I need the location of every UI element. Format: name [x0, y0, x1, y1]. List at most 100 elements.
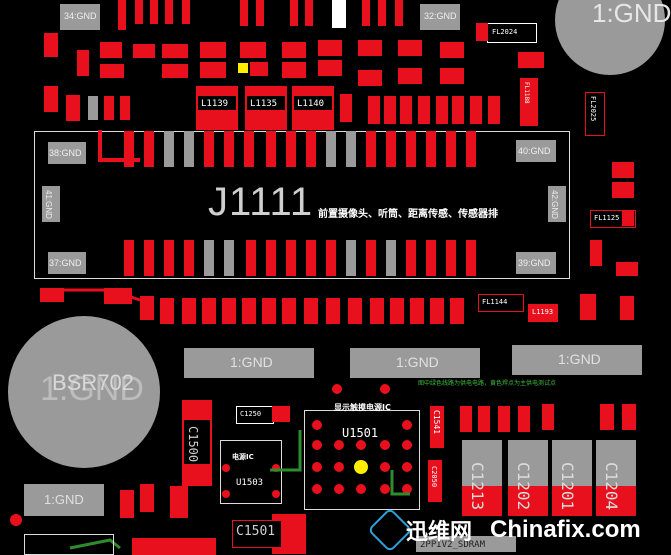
u1501-note: 显示触摸电源IC: [334, 403, 391, 412]
fl1188-label: FL1188: [523, 82, 530, 104]
connector-pin: [286, 240, 296, 276]
pin-pad: [104, 96, 114, 120]
ball-pad: [380, 462, 390, 472]
gnd-label-large: 1:GND: [40, 370, 144, 408]
gnd-circle-large: [8, 316, 160, 468]
gnd-pad-32: [420, 4, 460, 30]
connector-pin: [426, 240, 436, 276]
smd-part: [620, 296, 634, 320]
gnd-label-38: 38:GND: [49, 148, 82, 158]
gnd-pad-42: [548, 186, 566, 222]
sdram-label: 2PPIV2_SDRAM: [420, 540, 486, 550]
ball-pad: [222, 490, 230, 498]
smd-part: [600, 404, 614, 430]
gnd-label-bottom-left: 1:GND: [44, 492, 84, 507]
c1501-part: [232, 520, 282, 548]
smd-part: [450, 298, 464, 324]
connector-pin-gnd: [224, 240, 234, 276]
top-pin: [165, 0, 173, 24]
smd-part: [170, 486, 188, 518]
ball-pad: [356, 440, 366, 450]
smd-part: [140, 484, 154, 512]
smd-part: [616, 262, 638, 276]
ball-pad: [334, 440, 344, 450]
smd-part: [440, 42, 464, 58]
gnd-label-42: 42:GND: [550, 190, 559, 219]
smd-part: [140, 296, 154, 320]
fl1144-part: [478, 294, 524, 312]
ball-pad: [222, 464, 230, 472]
smd-part: [498, 406, 510, 432]
smd-part: [542, 404, 554, 430]
connector-pin: [406, 131, 416, 167]
ring-label: BSR702: [52, 370, 134, 395]
watermark-cn: 迅维网: [406, 519, 473, 544]
yellow-testpoint: [238, 63, 248, 73]
l1193-part: [528, 304, 558, 322]
connector-pin: [246, 240, 256, 276]
pcb-board: 34:GND 32:GND 1:GND FL2024 L1139 L1135 L…: [8, 0, 671, 555]
smd-part: [326, 298, 340, 324]
connector-pin-gnd: [346, 131, 356, 167]
connector-pin: [446, 131, 456, 167]
smd-part: [580, 294, 596, 320]
inductor-body: [247, 96, 285, 110]
connector-pin: [266, 240, 276, 276]
inductor-body: [294, 96, 332, 110]
ic-u1503: [220, 440, 282, 504]
top-pin: [256, 0, 264, 26]
gnd-label-mid1: 1:GND: [230, 354, 273, 370]
smd-part: [436, 96, 448, 124]
smd-part: [460, 406, 472, 432]
connector-pin: [466, 131, 476, 167]
gnd-label-mid2: 1:GND: [396, 354, 439, 370]
top-pin: [182, 0, 190, 24]
smd-part: [384, 96, 396, 124]
top-pin: [305, 0, 313, 26]
connector-pin: [386, 131, 396, 167]
smd-part: [162, 44, 188, 58]
smd-part: [398, 40, 422, 56]
connector-pin-gnd: [164, 131, 174, 167]
connector-pin: [446, 240, 456, 276]
fl2025-part: [585, 92, 605, 136]
gnd-pad-mid3: [512, 345, 642, 375]
fl1144-label: FL1144: [482, 298, 508, 306]
u1503-label: U1503: [236, 478, 264, 488]
watermark-en: Chinafix.com: [490, 516, 641, 543]
connector-pin: [224, 131, 234, 167]
u1503-note: 电源IC: [232, 453, 254, 461]
fl1125-pad: [622, 210, 634, 226]
test-dot: [10, 514, 22, 526]
smd-part: [370, 298, 384, 324]
ball-pad: [272, 490, 280, 498]
connector-j1111-outline: [34, 131, 570, 279]
fl2024-pad: [476, 23, 488, 41]
smd-part: [348, 298, 362, 324]
ball-pad: [380, 440, 390, 450]
connector-pin: [124, 131, 134, 167]
smd-part: [612, 182, 634, 198]
c1541-part: [430, 406, 444, 448]
c1202-label: C1202: [514, 462, 533, 511]
smd-part: [470, 96, 482, 124]
top-pin: [378, 0, 386, 26]
smd-part: [162, 64, 188, 78]
supply-trace: [390, 470, 410, 496]
smd-part: [200, 62, 226, 78]
c1541-label: C1541: [432, 410, 441, 435]
connector-pin: [266, 131, 276, 167]
ball-pad: [334, 462, 344, 472]
smd-part: [282, 62, 306, 78]
ball-pad: [334, 484, 344, 494]
smd-part: [182, 298, 196, 324]
c1250-label: C1250: [240, 410, 262, 418]
c1500-body: [184, 420, 210, 464]
smd-part: [430, 298, 444, 324]
ball-pad: [312, 420, 322, 430]
ic-u1501: [304, 410, 420, 510]
ball-pad: [272, 464, 280, 472]
connector-description: 前置摄像头、听筒、距离传感、传感器排: [318, 209, 498, 220]
ball-pad: [312, 462, 322, 472]
smd-part: [40, 288, 64, 302]
